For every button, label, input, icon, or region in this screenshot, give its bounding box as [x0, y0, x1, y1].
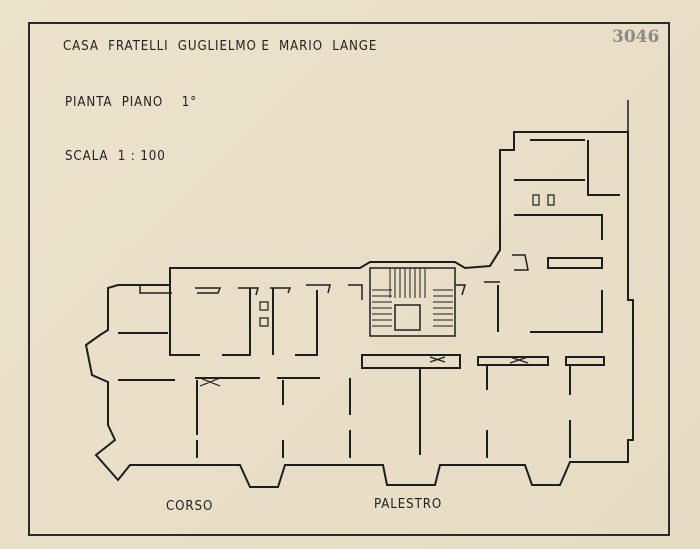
- stair-landing: [394, 304, 421, 331]
- scale-label: SCALA 1 : 100: [65, 148, 166, 164]
- street-label-palestro: PALESTRO: [374, 496, 443, 512]
- drawing-title: CASA FRATELLI GUGLIELMO E MARIO LANGE: [63, 38, 378, 54]
- archive-number-stamp: 3046: [612, 27, 660, 47]
- outer-wall: [84, 131, 634, 488]
- window-niches: [139, 254, 529, 300]
- interior-walls: [118, 139, 620, 458]
- street-label-corso: CORSO: [166, 498, 214, 514]
- fireplaces: [199, 194, 555, 387]
- drawing-frame: [28, 22, 670, 536]
- stair-treads: [372, 268, 453, 327]
- floor-label: PIANTA PIANO 1°: [65, 94, 198, 110]
- staircase: [369, 267, 456, 337]
